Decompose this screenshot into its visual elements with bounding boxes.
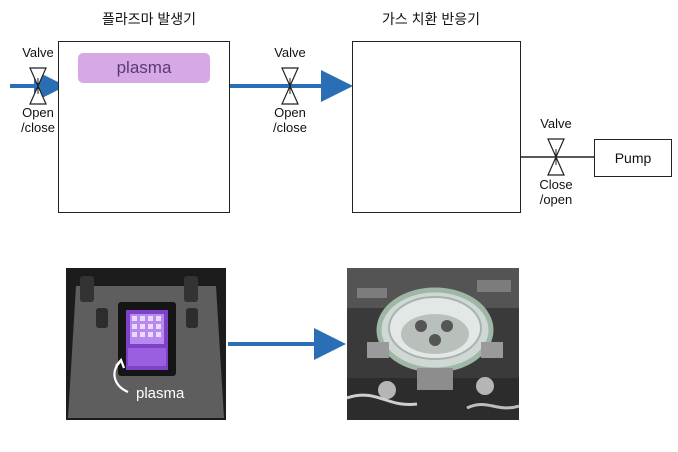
gas-exchange-reactor-title: 가스 치환 반응기 <box>382 11 480 27</box>
pump-box: Pump <box>594 139 672 177</box>
middle-valve-state-line1: Open <box>274 105 306 120</box>
middle-valve-state-line2: /close <box>273 120 307 135</box>
gas-exchange-reactor-box <box>352 41 521 213</box>
plasma-device-photo: plasma <box>66 268 226 420</box>
reactor-chamber-photo <box>347 268 519 420</box>
outlet-valve-icon <box>547 138 565 176</box>
plasma-generator-title: 플라즈마 발생기 <box>101 11 197 27</box>
photo-plasma-label: plasma <box>136 385 185 402</box>
reactor-chamber-drawing <box>347 268 519 420</box>
plasma-device-drawing <box>66 268 226 420</box>
inlet-valve-icon <box>29 67 47 105</box>
inlet-valve-label: Valve <box>22 45 54 60</box>
middle-valve-label: Valve <box>274 45 306 60</box>
middle-valve-icon <box>281 67 299 105</box>
outlet-valve-state-line2: /open <box>539 192 573 207</box>
inlet-valve-state-line2: /close <box>21 120 55 135</box>
plasma-band: plasma <box>78 53 210 83</box>
outlet-valve-state-line1: Close <box>539 177 573 192</box>
inlet-valve-state-line1: Open <box>22 105 54 120</box>
outlet-valve-label: Valve <box>540 116 572 131</box>
